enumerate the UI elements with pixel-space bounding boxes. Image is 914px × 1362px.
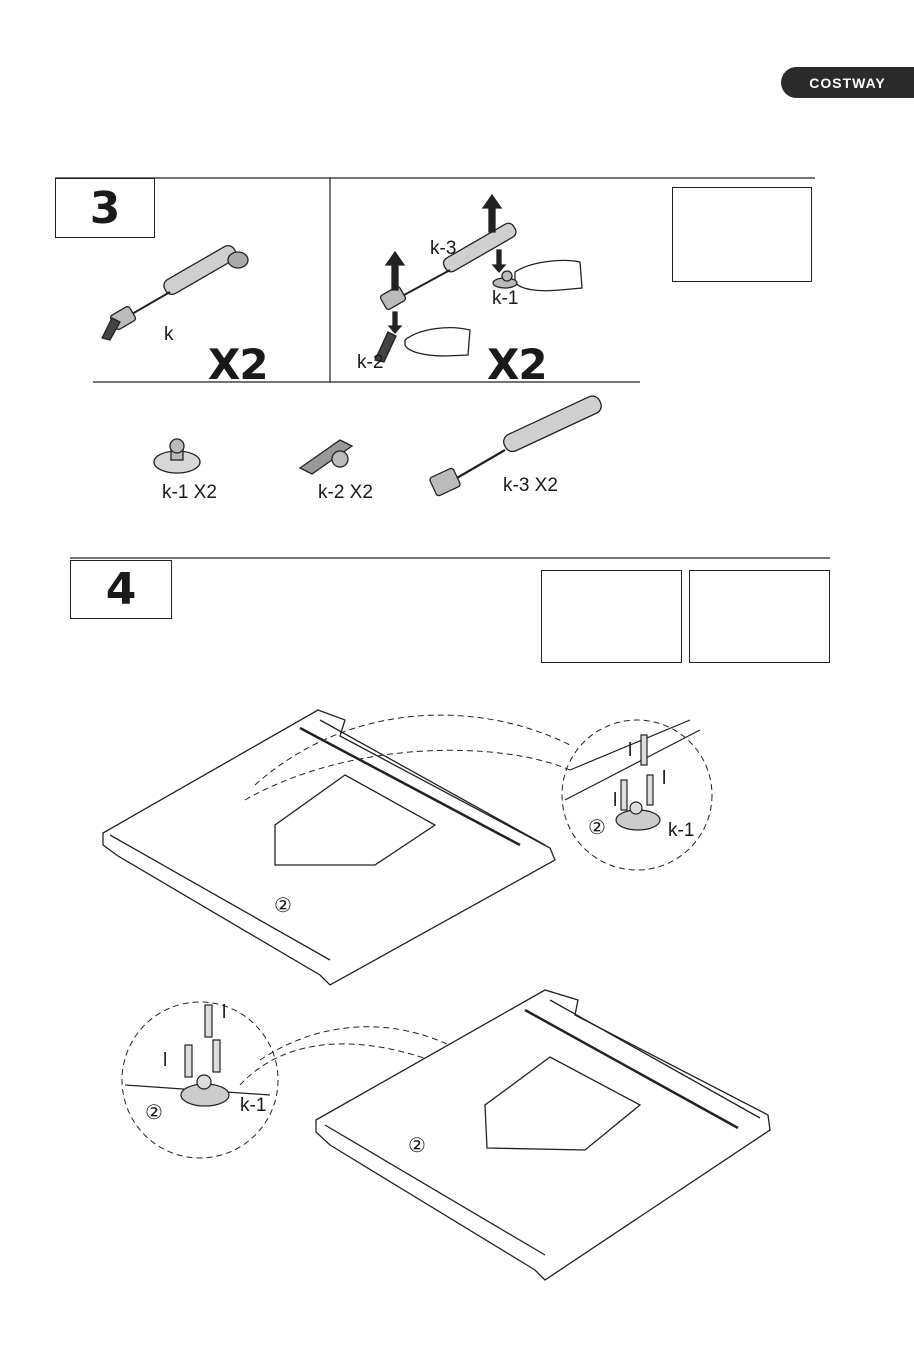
panel-label-lower: ② <box>408 1133 426 1158</box>
bed-frame-upper <box>103 710 555 985</box>
part-k2-icon <box>300 440 352 474</box>
step-4-number: 4 <box>70 560 172 619</box>
multiplier-right: X2 <box>487 340 547 389</box>
k1-preview-box <box>689 570 830 663</box>
part-k2-label: k-2 X2 <box>318 482 373 504</box>
step-4-label: 4 <box>106 564 137 615</box>
multiplier-left: X2 <box>208 340 268 389</box>
gas-strut-k-icon <box>102 243 248 340</box>
screw-label-2: l <box>662 768 666 790</box>
screw-preview-box <box>541 570 682 663</box>
k1-label-lower: k-1 <box>240 1095 266 1117</box>
panel-label-detail-upper: ② <box>588 815 606 840</box>
strut-preview-box <box>672 187 812 282</box>
part-k-label: k <box>164 324 174 346</box>
bed-frame-lower <box>316 990 770 1280</box>
panel-label-upper: ② <box>274 893 292 918</box>
part-k1-icon <box>154 439 200 473</box>
screw-label-5: l <box>163 1050 167 1072</box>
label-k1: k-1 <box>492 288 518 310</box>
k1-label-upper: k-1 <box>668 820 694 842</box>
screw-label-3: l <box>613 790 617 812</box>
step-3-label: 3 <box>90 183 121 234</box>
strut-mounting-icon <box>375 195 582 362</box>
label-k2: k-2 <box>357 352 383 374</box>
screw-label-1: l <box>628 740 632 762</box>
panel-label-detail-lower: ② <box>145 1100 163 1125</box>
part-k3-label: k-3 X2 <box>503 475 558 497</box>
label-k3: k-3 <box>430 238 456 260</box>
part-k1-label: k-1 X2 <box>162 482 217 504</box>
screw-label-4: l <box>222 1002 226 1024</box>
step-3-number: 3 <box>55 178 155 238</box>
